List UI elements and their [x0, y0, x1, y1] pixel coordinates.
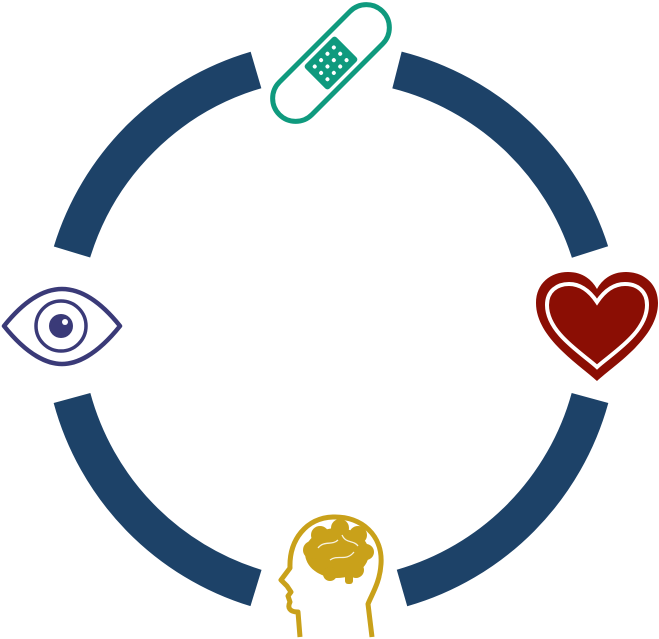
- brain-head-icon: [278, 514, 384, 638]
- ring-arc-bottom-right: [396, 392, 609, 607]
- ring-arc-bottom-left: [53, 392, 262, 607]
- cycle-ring: [53, 51, 609, 607]
- ring-arc-top-left: [53, 51, 262, 258]
- heart-icon: [536, 272, 658, 381]
- eye-icon: [1, 286, 123, 367]
- ring-arc-top-right: [392, 51, 609, 258]
- bandage-icon: [270, 2, 392, 124]
